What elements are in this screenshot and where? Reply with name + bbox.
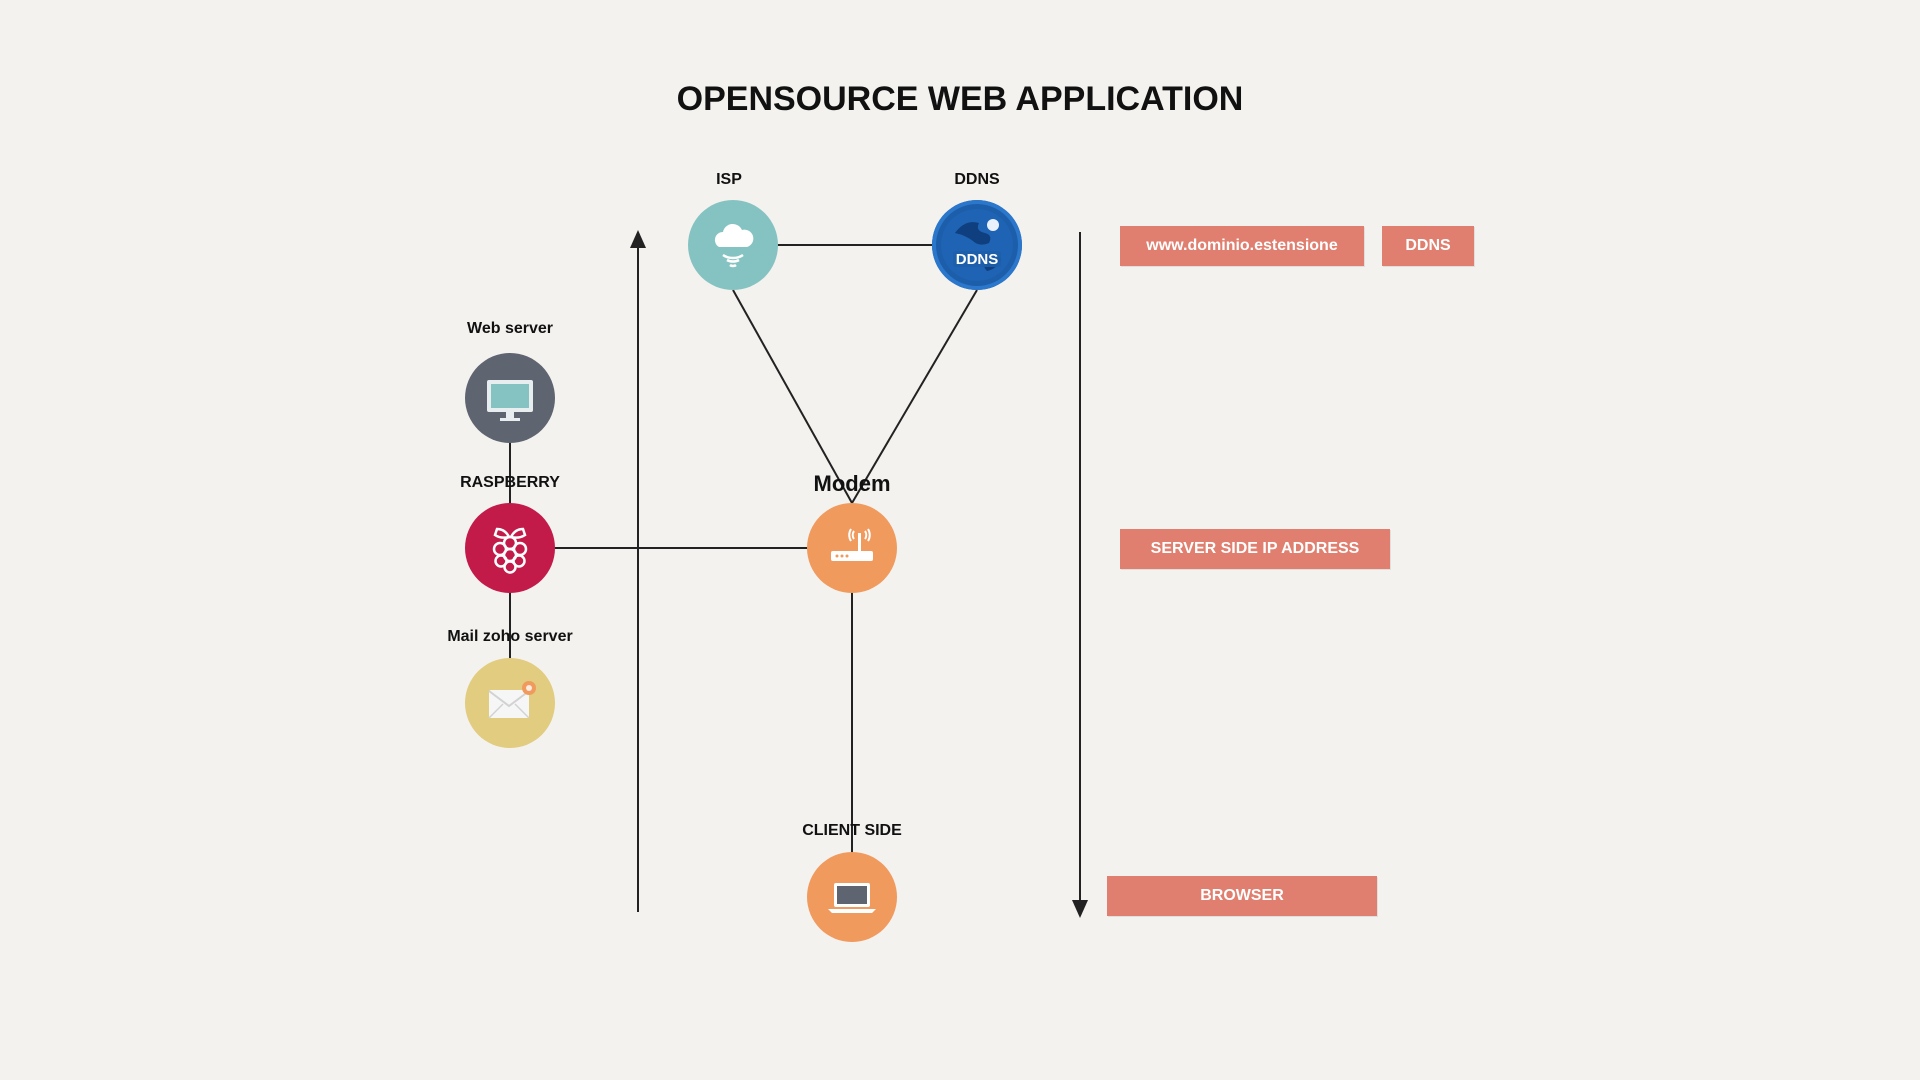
router-icon (831, 528, 873, 561)
raspberry-icon (492, 527, 528, 574)
ddns-node[interactable]: DDNS (932, 200, 1022, 290)
raspberry-label: RASPBERRY (460, 474, 560, 491)
diagram-title: OPENSOURCE WEB APPLICATION (676, 80, 1244, 118)
isp-node[interactable] (688, 200, 778, 290)
globe-icon: DDNS (941, 209, 1013, 281)
isp-label: ISP (716, 171, 742, 188)
client-side-label: CLIENT SIDE (802, 822, 902, 839)
mail-icon (488, 681, 536, 719)
web-server-label: Web server (467, 320, 553, 337)
laptop-icon (828, 883, 876, 913)
browser-tag[interactable]: BROWSER (1107, 876, 1377, 916)
modem-label: Modem (813, 471, 891, 496)
cloud-icon (714, 223, 754, 268)
isp-modem-connector (732, 289, 853, 504)
mail-server-label: Mail zoho server (447, 628, 573, 645)
raspberry-node[interactable] (465, 503, 555, 593)
modem-node[interactable] (807, 503, 897, 593)
ddns-tag[interactable]: DDNS (1382, 226, 1474, 266)
client-side-node[interactable] (807, 852, 897, 942)
web-server-node[interactable] (465, 353, 555, 443)
ddns-icon-text: DDNS (956, 251, 999, 268)
server-ip-tag[interactable]: SERVER SIDE IP ADDRESS (1120, 529, 1390, 569)
ddns-modem-connector (851, 289, 978, 504)
monitor-icon (487, 380, 533, 421)
domain-tag[interactable]: www.dominio.estensione (1120, 226, 1364, 266)
ddns-node-label: DDNS (954, 171, 1000, 188)
mail-server-node[interactable] (465, 658, 555, 748)
